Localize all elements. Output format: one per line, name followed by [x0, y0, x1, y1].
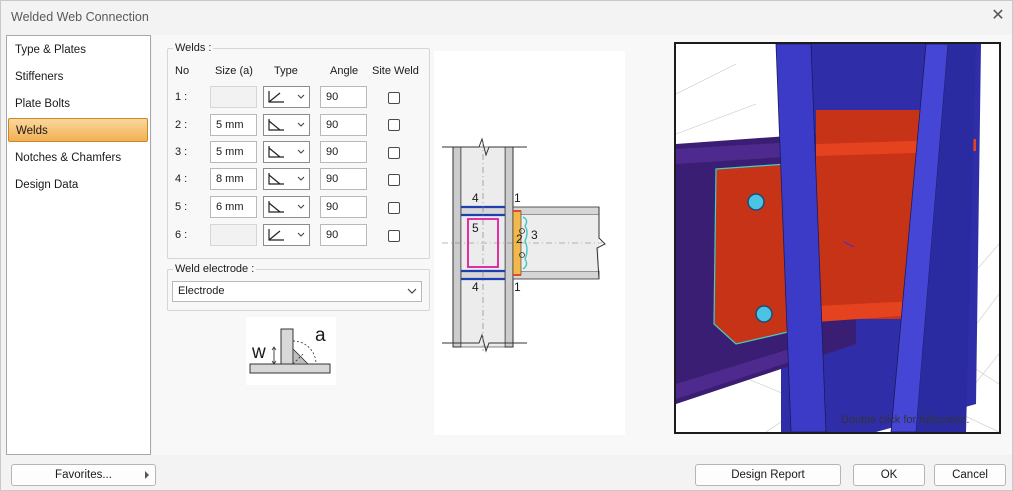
fillet-weld-icon	[268, 146, 305, 158]
diagram-label-1-bottom: 1	[514, 280, 521, 294]
title-bar: Welded Web Connection ✕	[1, 1, 1012, 32]
welds-group	[167, 48, 430, 259]
weld-size-input[interactable]: 8 mm	[210, 168, 257, 190]
sidebar-item-stiffeners[interactable]: Stiffeners	[15, 71, 64, 83]
weld-type-select[interactable]	[263, 196, 310, 218]
weld-type-select[interactable]	[263, 168, 310, 190]
fillet-weld-icon	[268, 201, 305, 213]
weld-row-no: 6 :	[175, 229, 188, 241]
sidebar-item-type-plates[interactable]: Type & Plates	[15, 44, 86, 56]
sidebar-item-design-data[interactable]: Design Data	[15, 179, 79, 191]
site-weld-checkbox[interactable]	[388, 174, 400, 186]
diagram-label-4-bottom: 4	[472, 280, 479, 294]
weld-symbol-w-label: w	[252, 342, 266, 363]
favorites-button-label: Favorites...	[55, 469, 112, 481]
connection-diagram: 4 1 5 2 3 4 1	[434, 51, 625, 435]
ok-button[interactable]: OK	[853, 464, 925, 486]
col-header-no: No	[175, 65, 190, 77]
electrode-select[interactable]: Electrode	[172, 281, 422, 302]
diagram-label-1-top: 1	[514, 191, 521, 205]
col-header-size: Size (a)	[215, 65, 253, 77]
cancel-button[interactable]: Cancel	[934, 464, 1006, 486]
electrode-group-label: Weld electrode :	[173, 263, 257, 275]
weld-size-input[interactable]: 5 mm	[210, 141, 257, 163]
close-icon[interactable]: ✕	[991, 7, 1005, 24]
site-weld-checkbox[interactable]	[388, 230, 400, 242]
weld-size-input[interactable]	[210, 224, 257, 246]
weld-angle-input[interactable]: 90	[320, 224, 367, 246]
sidebar: Type & Plates Stiffeners Plate Bolts Wel…	[6, 35, 151, 455]
weld-angle-input[interactable]: 90	[320, 86, 367, 108]
weld-size-input[interactable]: 5 mm	[210, 114, 257, 136]
diagram-label-4-top: 4	[472, 191, 479, 205]
3d-view[interactable]: Double click for fullscreen.	[674, 42, 1001, 434]
weld-angle-input[interactable]: 90	[320, 114, 367, 136]
weld-size-input[interactable]: 6 mm	[210, 196, 257, 218]
weld-symbol-a-label: a	[315, 325, 326, 346]
welds-group-label: Welds :	[173, 42, 214, 54]
sidebar-item-plate-bolts[interactable]: Plate Bolts	[15, 98, 70, 110]
fillet-weld-icon	[268, 173, 305, 185]
weld-angle-input[interactable]: 90	[320, 168, 367, 190]
electrode-group	[167, 269, 430, 311]
weld-row-no: 2 :	[175, 119, 188, 131]
col-header-type: Type	[274, 65, 298, 77]
weld-row-no: 5 :	[175, 201, 188, 213]
weld-type-select[interactable]	[263, 114, 310, 136]
sidebar-item-welds[interactable]: Welds	[8, 118, 148, 142]
chevron-down-icon	[407, 288, 417, 294]
col-header-angle: Angle	[330, 65, 359, 77]
diagram-label-2: 2	[516, 232, 523, 246]
site-weld-checkbox[interactable]	[388, 92, 400, 104]
site-weld-checkbox[interactable]	[388, 147, 400, 159]
window-title: Welded Web Connection	[11, 10, 149, 24]
diagram-label-5: 5	[472, 221, 479, 235]
fillet-weld-icon	[268, 119, 305, 131]
col-header-site-weld: Site Weld	[372, 65, 419, 77]
weld-symbol-icon	[249, 328, 331, 374]
site-weld-checkbox[interactable]	[388, 202, 400, 214]
weld-type-select[interactable]	[263, 86, 310, 108]
sidebar-item-notches-chamfers[interactable]: Notches & Chamfers	[15, 152, 122, 164]
weld-symbol-diagram: w a	[246, 317, 336, 385]
weld-row-no: 3 :	[175, 146, 188, 158]
weld-type-select[interactable]	[263, 141, 310, 163]
design-report-button[interactable]: Design Report	[695, 464, 841, 486]
weld-row-no: 4 :	[175, 173, 188, 185]
fullscreen-hint: Double click for fullscreen.	[841, 414, 970, 426]
fillet-weld-icon	[268, 229, 305, 241]
weld-size-input[interactable]	[210, 86, 257, 108]
weld-row-no: 1 :	[175, 91, 188, 103]
weld-angle-input[interactable]: 90	[320, 196, 367, 218]
connection-drawing	[442, 137, 606, 353]
chevron-right-icon	[145, 471, 149, 479]
weld-angle-input[interactable]: 90	[320, 141, 367, 163]
electrode-select-value: Electrode	[178, 285, 225, 297]
fillet-weld-icon	[268, 91, 305, 103]
site-weld-checkbox[interactable]	[388, 119, 400, 131]
3d-model-render	[676, 44, 999, 432]
favorites-button[interactable]: Favorites...	[11, 464, 156, 486]
weld-type-select[interactable]	[263, 224, 310, 246]
diagram-label-3: 3	[531, 228, 538, 242]
